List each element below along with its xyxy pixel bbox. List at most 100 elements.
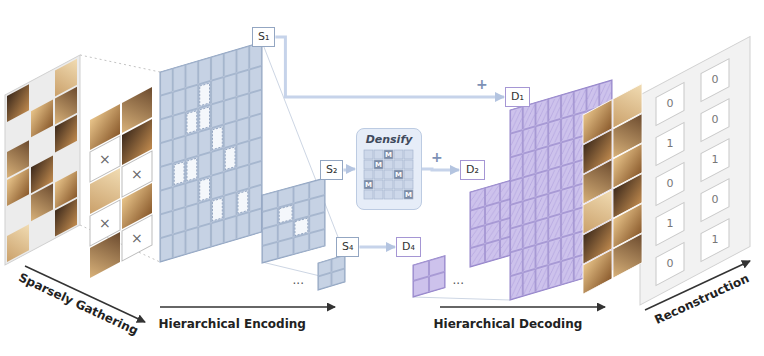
mask-value: 1 — [712, 154, 719, 167]
edge-label: + — [474, 76, 490, 92]
mask-value: 0 — [712, 194, 719, 207]
stage-arrow — [25, 261, 750, 322]
token-cell — [404, 160, 413, 169]
drawing-shape — [318, 255, 345, 290]
node-label: D₂ — [466, 163, 479, 177]
node-label: Densify — [357, 133, 421, 147]
token-cell — [374, 150, 383, 159]
drawing-shape — [413, 256, 445, 297]
flow-arrow — [275, 37, 504, 97]
drawing-shape — [90, 232, 120, 278]
drawing-shape — [656, 123, 684, 166]
drawing-shape — [701, 59, 729, 102]
drawing-shape — [187, 111, 197, 134]
mask-value: 1 — [667, 218, 674, 231]
drawing-shape — [613, 234, 642, 278]
node-label: S₄ — [342, 240, 353, 254]
drawing-shape — [31, 99, 53, 137]
token-cell — [404, 180, 413, 189]
scale-tag: D₄ — [396, 237, 421, 257]
ellipsis: ... — [293, 274, 304, 288]
drawing-shape — [262, 178, 325, 263]
scale-tag: S₁ — [252, 27, 275, 47]
stage-label: Sparsely Gathering — [16, 271, 140, 339]
masked-mark: × — [99, 215, 111, 231]
drawing-shape — [213, 198, 223, 221]
drawing-shape — [279, 205, 292, 222]
mask-token: M — [375, 161, 382, 169]
decoder-grid — [413, 256, 445, 297]
drawing-shape — [279, 201, 308, 240]
connector-group — [275, 37, 504, 247]
drawing-shape — [5, 55, 80, 265]
drawing-shape — [7, 84, 29, 122]
mask-value: 0 — [667, 258, 674, 271]
flow-arrow — [359, 246, 395, 249]
drawing-shape — [55, 199, 77, 237]
drawing-shape — [7, 224, 29, 262]
node-label: D₄ — [402, 240, 415, 254]
flow-arrow — [343, 169, 355, 170]
token-cell — [384, 180, 393, 189]
mask-value: 1 — [667, 138, 674, 151]
masked-mark: × — [131, 230, 143, 246]
token-cell — [364, 170, 373, 179]
drawing-shape — [656, 59, 729, 286]
drawing-shape — [656, 163, 684, 206]
stage-label: Hierarchical Encoding — [159, 318, 306, 332]
drawing-shape — [295, 218, 308, 235]
token-cell — [384, 170, 393, 179]
scale-tag: S₄ — [336, 237, 359, 257]
reconstructed-image — [583, 84, 642, 294]
drawing-shape — [510, 80, 612, 300]
drawing-shape — [187, 158, 197, 181]
drawing-shape — [31, 183, 53, 221]
drawing-shape — [122, 215, 152, 261]
token-cell — [394, 180, 403, 189]
drawing-shape — [213, 127, 223, 150]
mask-value: 0 — [667, 178, 674, 191]
drawing-shape — [701, 219, 729, 262]
mask-token: M — [385, 151, 392, 159]
drawing-shape — [200, 83, 210, 106]
drawing-shape — [701, 179, 729, 222]
mask-value: 0 — [712, 74, 719, 87]
encoder-grid — [262, 178, 325, 263]
token-cell — [394, 150, 403, 159]
drawing-shape — [656, 243, 684, 286]
encoder-grid — [160, 42, 262, 262]
drawing-shape — [174, 72, 248, 232]
drawing-shape — [640, 36, 750, 305]
drawing-shape — [656, 83, 684, 126]
mask-token: M — [405, 191, 412, 199]
drawing-shape — [225, 147, 235, 170]
mask-cell — [394, 170, 403, 179]
gathered-patches — [90, 87, 152, 278]
token-cell — [394, 190, 403, 199]
token-cell — [374, 170, 383, 179]
token-cell — [374, 180, 383, 189]
scale-tag: S₂ — [320, 160, 343, 180]
drawing-shape — [583, 250, 612, 294]
drawing-shape — [238, 191, 248, 214]
edge-label: + — [429, 149, 445, 165]
token-cell — [364, 190, 373, 199]
drawing-shape — [200, 178, 210, 201]
mask-value: 0 — [712, 114, 719, 127]
input-image — [5, 55, 80, 265]
drawing-shape — [7, 168, 29, 206]
masked-mark: × — [99, 151, 111, 167]
mask-cell — [374, 160, 383, 169]
drawing-shape — [413, 256, 445, 297]
encoder-grid — [318, 255, 345, 290]
mask-panel — [640, 36, 750, 305]
mask-value: 1 — [712, 234, 719, 247]
drawing-shape — [262, 178, 325, 263]
token-cell — [364, 160, 373, 169]
drawing-shape — [160, 306, 335, 308]
node-label: S₂ — [326, 163, 337, 177]
mask-value: 0 — [667, 98, 674, 111]
drawing-shape — [160, 42, 262, 262]
